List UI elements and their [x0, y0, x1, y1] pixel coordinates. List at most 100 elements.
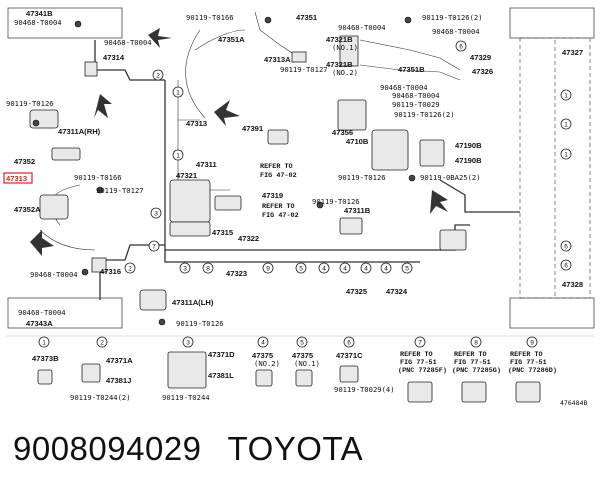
label-90119-T0126-2: 90119-T0126(2): [394, 110, 455, 119]
marker-circle: [455, 40, 467, 52]
variant-marker-6: [343, 336, 355, 348]
marker-circle: [172, 86, 184, 98]
part-4710B: [371, 129, 409, 171]
label-47313A: 47313A: [264, 55, 291, 64]
arrow-curve-1: [185, 29, 206, 119]
label-90119-T0029-4: 90119-T0029(4): [334, 385, 395, 394]
label-47351: 47351: [296, 13, 318, 22]
refer-to-label: REFER TO: [262, 203, 295, 211]
variant-marker-5: [296, 336, 308, 348]
part-47352-clip: [51, 147, 81, 161]
label-90468-T0004: 90468-T0004: [432, 27, 480, 36]
part-47315: [169, 221, 211, 237]
label-90119-T0166: 90119-T0166: [186, 13, 234, 22]
marker-circle: [295, 262, 307, 274]
marker-circle: [202, 262, 214, 274]
label-90468-T0004: 90468-T0004: [104, 38, 152, 47]
label-90119-T0029: 90119-T0029: [392, 100, 440, 109]
label-90119-T0126: 90119-T0126: [176, 319, 224, 328]
part-47351-hose-end: [291, 51, 307, 63]
label-90468-T0004: 90468-T0004: [18, 308, 66, 317]
svg-text:5: 5: [300, 340, 304, 347]
label-47375-no1: 47375: [292, 351, 314, 360]
refer-to-pnc: (PNC 77286D): [508, 367, 557, 375]
variant-marker-7: [414, 336, 426, 348]
label-47327: 47327: [562, 48, 583, 57]
brake-hose-right2: [359, 64, 461, 81]
label-90468-T0004: 90468-T0004: [30, 270, 78, 279]
variant-marker-3: [182, 336, 194, 348]
part-clamp-77285F: [407, 381, 433, 403]
marker-circle: [179, 262, 191, 274]
svg-text:1: 1: [564, 122, 568, 129]
label-90119-T0244: 90119-T0244: [162, 393, 210, 402]
label-90468-T0004: 90468-T0004: [392, 91, 440, 100]
label-90468-T0004: 90468-T0004: [14, 18, 62, 27]
label-90119-T0126: 90119-T0126: [312, 197, 360, 206]
label-47315: 47315: [212, 228, 234, 237]
flow-arrow-3: [214, 100, 240, 126]
variant-marker-8: [470, 336, 482, 348]
svg-text:1: 1: [176, 90, 180, 97]
label-47319: 47319: [262, 191, 283, 200]
svg-text:1: 1: [564, 93, 568, 100]
marker-circle: [172, 149, 184, 161]
svg-text:7: 7: [418, 340, 422, 347]
part-47373B: [37, 369, 53, 385]
refer-to-label: REFER TO: [454, 351, 487, 359]
label-90119-T0127: 90119-T0127: [96, 186, 144, 195]
refer-to-label: REFER TO: [400, 351, 433, 359]
part-47375-no2: [255, 369, 273, 387]
label-no2: (NO.2): [332, 68, 358, 77]
part-47311B: [339, 217, 363, 235]
part-47356: [337, 99, 367, 131]
part-47321B: [339, 35, 359, 67]
circle-markers: 2 1 1 3 7 2 3 8 9 5 4 4 4 4 5 6 1 1 1 6 …: [124, 40, 572, 274]
label-47351B: 47351B: [398, 65, 425, 74]
label-90119-T0127: 90119-T0127: [280, 65, 328, 74]
bolt-icon-8: [408, 174, 416, 182]
label-90119-T0126: 90119-T0126: [6, 99, 54, 108]
marker-circle: [339, 262, 351, 274]
label-no1: (NO.1): [332, 43, 358, 52]
bolt-icon-5: [158, 318, 166, 326]
part-47319: [214, 195, 242, 211]
marker-circle: [150, 207, 162, 219]
marker-circle: [262, 262, 274, 274]
label-47381J: 47381J: [106, 376, 131, 385]
svg-text:1: 1: [564, 152, 568, 159]
part-47352A-mount: [39, 194, 69, 220]
refer-to-pnc: (PNC 77285G): [452, 367, 501, 375]
refer-to-label: REFER TO: [260, 163, 293, 171]
label-47391: 47391: [242, 124, 264, 133]
label-47325: 47325: [346, 287, 368, 296]
bolt-icon-7: [404, 16, 412, 24]
flow-arrow-2: [30, 230, 54, 256]
brake-line-parts-diagram: 2 1 1 3 7 2 3 8 9 5 4 4 4 4 5 6 1 1 1 6 …: [3, 7, 595, 407]
part-47375-no1: [295, 369, 313, 387]
label-47341B: 47341B: [26, 9, 53, 18]
marker-circle: [560, 259, 572, 271]
figure-id: 476484B: [560, 399, 587, 407]
label-47311A-RH: 47311A(RH): [58, 127, 101, 136]
part-47311A-LH: [139, 289, 167, 311]
part-clamp-77286D: [515, 381, 541, 403]
svg-text:6: 6: [347, 340, 351, 347]
svg-text:4: 4: [364, 266, 368, 273]
bolt-icon-6: [264, 16, 272, 24]
label-47328: 47328: [562, 280, 583, 289]
label-47371C: 47371C: [336, 351, 363, 360]
brake-pipe-right-run: [439, 179, 520, 213]
label-47351A: 47351A: [218, 35, 245, 44]
label-47352A: 47352A: [14, 205, 41, 214]
svg-text:8: 8: [206, 266, 210, 273]
brake-pipe-rear-left: [99, 244, 165, 300]
svg-text:4: 4: [261, 340, 265, 347]
svg-text:1: 1: [42, 340, 46, 347]
refer-to-fig: FIG 77-51: [400, 359, 437, 367]
variant-marker-9: [526, 336, 538, 348]
part-47371A: [81, 363, 101, 383]
label-no2: (NO.2): [254, 359, 280, 368]
refer-to-fig: FIG 47-02: [260, 172, 297, 180]
